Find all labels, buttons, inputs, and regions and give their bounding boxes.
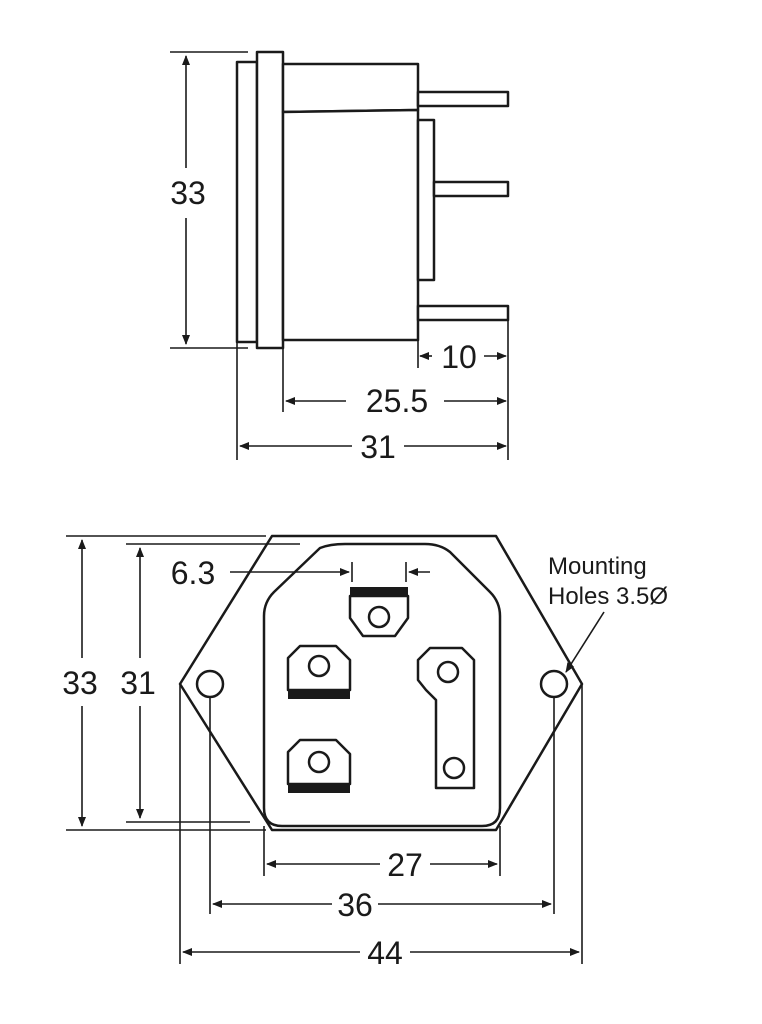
side-pin-middle: [432, 180, 510, 198]
overall-depth-label: 31: [360, 429, 396, 465]
mounting-note-line2: Holes 3.5Ø: [548, 583, 668, 610]
pin-spacing-label: 6.3: [171, 555, 215, 591]
side-pin-bottom: [416, 304, 510, 322]
inner-height-label: 31: [120, 665, 156, 701]
side-body-top: [281, 62, 420, 114]
earth-pin: [348, 587, 410, 638]
side-body: [281, 108, 420, 342]
side-flange: [255, 50, 285, 350]
mounting-note-line1: Mounting: [548, 553, 647, 580]
side-rear-block: [416, 118, 436, 282]
front-view: 6.3 33 31 27 36 44 Mounting Ho: [62, 534, 668, 971]
hole-spacing-label: 36: [337, 887, 373, 923]
body-depth-label: 25.5: [366, 383, 428, 419]
pin-left-upper: [286, 644, 352, 699]
side-pin-top: [416, 90, 510, 108]
mounting-hole-right: [539, 669, 569, 699]
overall-width-label: 44: [367, 935, 403, 971]
side-view: 33 10 25.5 31: [170, 50, 510, 465]
mounting-note-leader: [565, 611, 605, 673]
pin-left-lower: [286, 738, 352, 793]
pin-length-label: 10: [441, 339, 477, 375]
cutout-width-label: 27: [387, 847, 423, 883]
pin-right-fuse: [416, 646, 476, 790]
mounting-hole-left: [195, 669, 225, 699]
outer-height-label: 33: [62, 665, 98, 701]
side-height-label: 33: [170, 175, 206, 211]
side-flange-front: [235, 60, 259, 344]
